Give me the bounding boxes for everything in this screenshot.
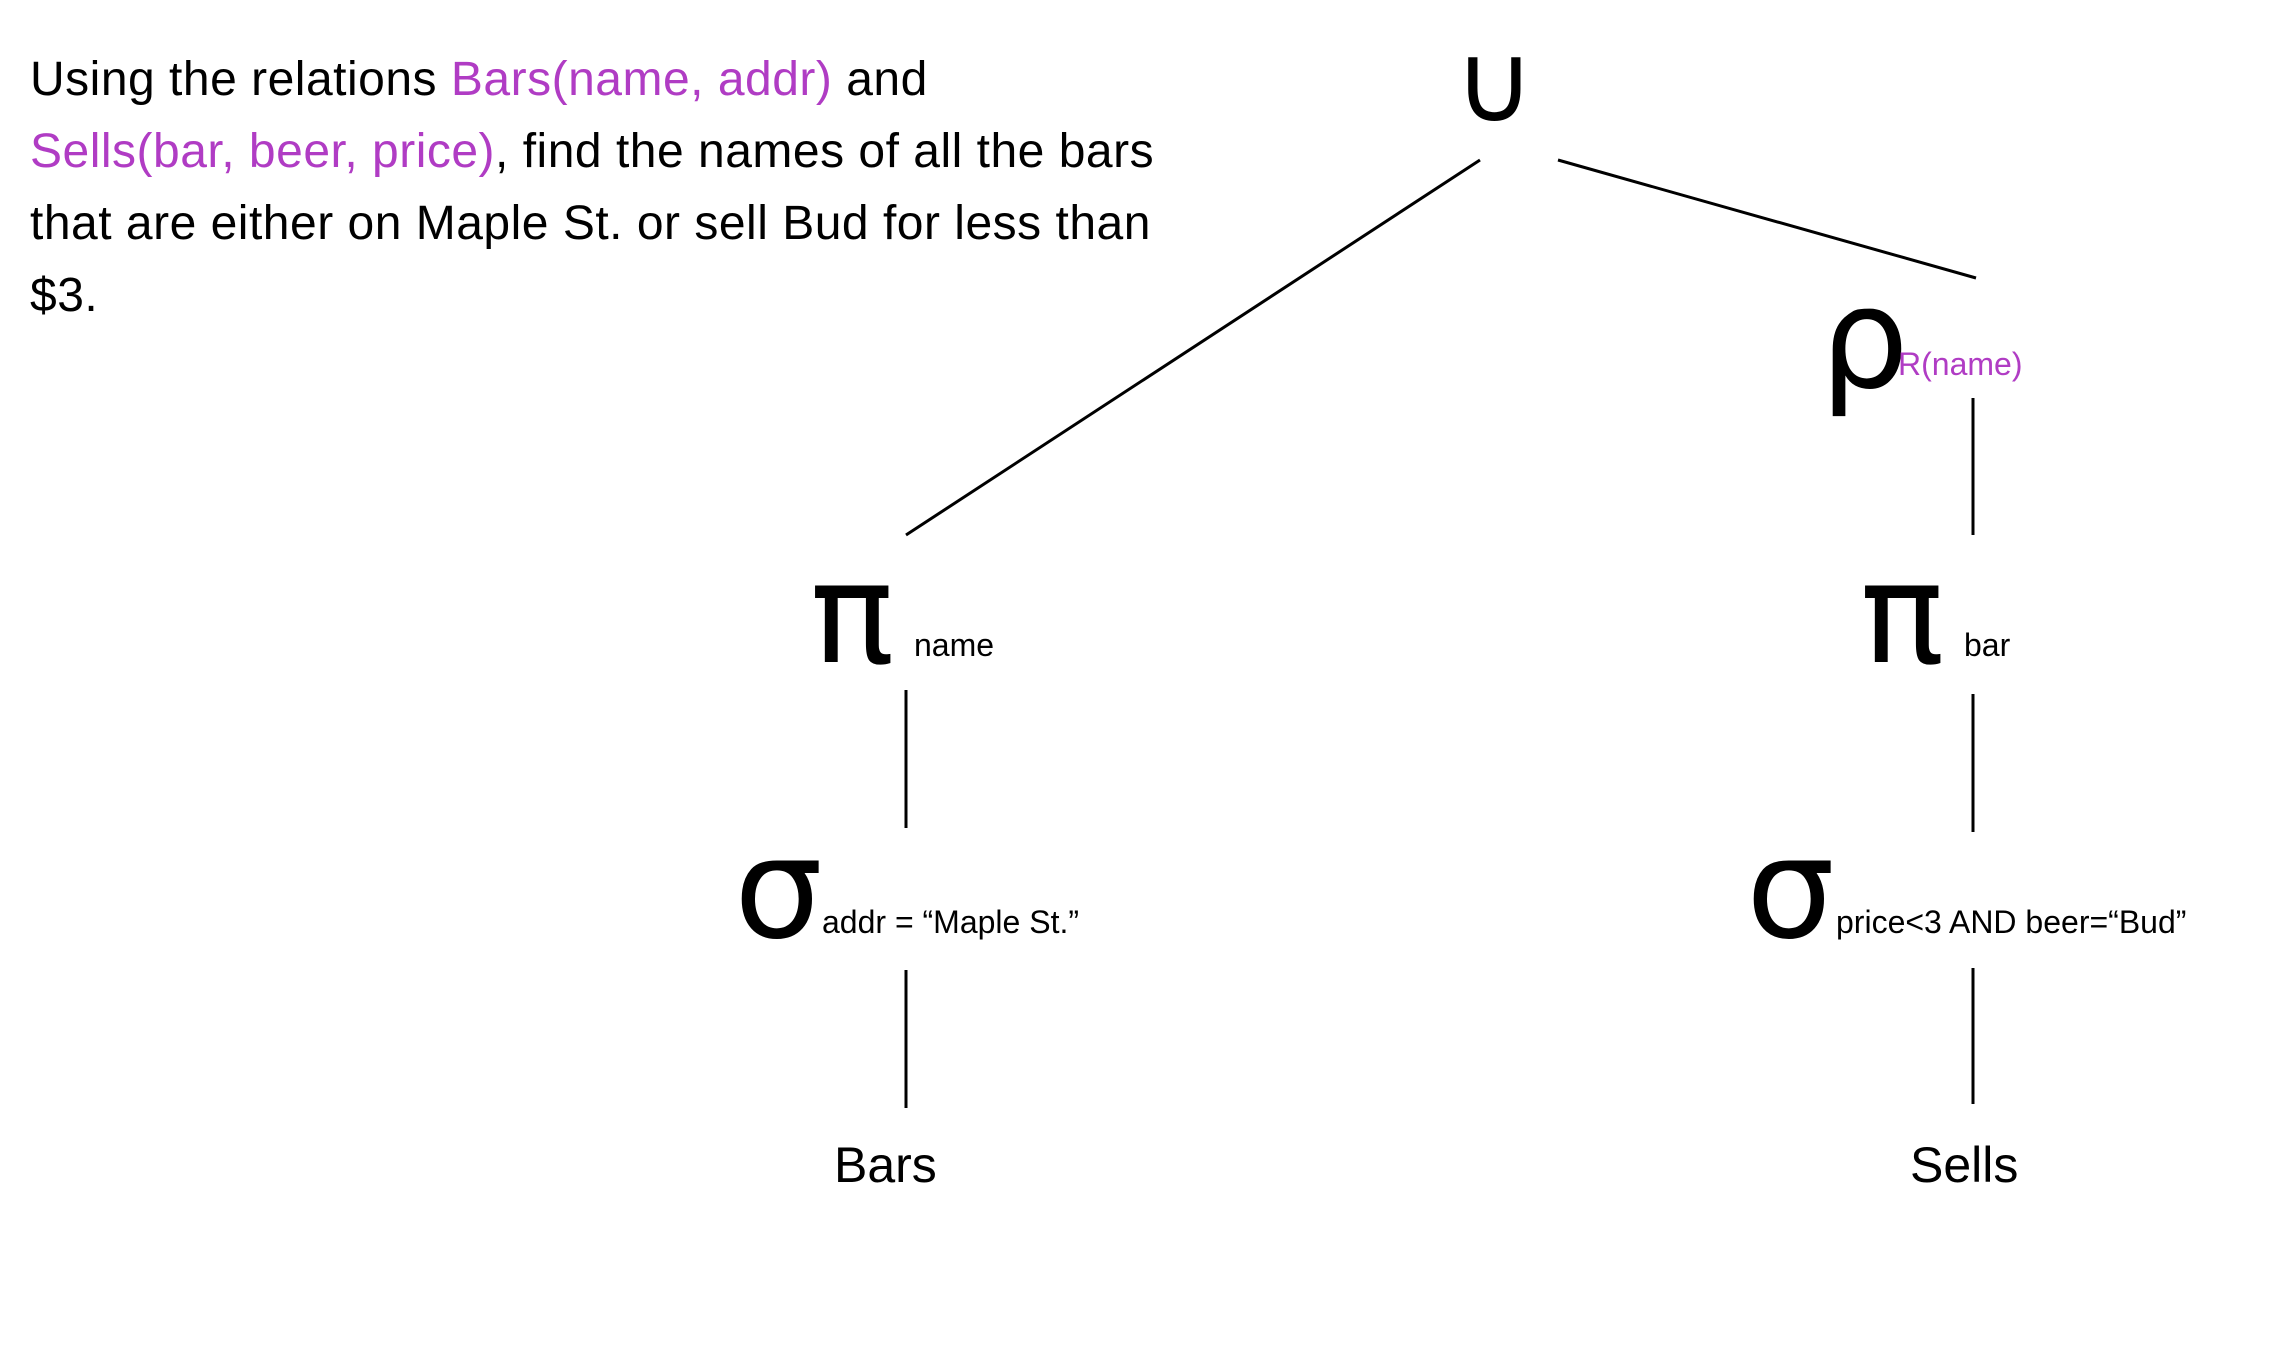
- right-project-subscript: bar: [1964, 627, 2011, 663]
- edge-union-to-rename: [1557, 158, 1977, 280]
- sigma-symbol-left: σ: [734, 808, 823, 971]
- union-node: ∪: [1454, 28, 1584, 138]
- rename-node: ρ R(name): [1820, 270, 2040, 410]
- left-project-node: π name: [810, 545, 1030, 685]
- prompt-text-1: Using the relations: [30, 53, 451, 106]
- sells-relation: Sells: [1910, 1137, 2019, 1193]
- prompt-text-3: , find the names of all the bars that ar…: [30, 125, 1155, 322]
- rename-subscript: R(name): [1898, 346, 2023, 382]
- right-select-node: σ price<3 AND beer=“Bud”: [1746, 820, 2276, 960]
- edge-union-to-left-project: [905, 158, 1481, 537]
- left-project-subscript: name: [914, 627, 995, 663]
- bars-schema: Bars(name, addr): [450, 53, 833, 106]
- right-select-subscript: price<3 AND beer=“Bud”: [1836, 904, 2187, 940]
- union-symbol: ∪: [1454, 19, 1535, 147]
- problem-statement: Using the relations Bars(name, addr) and…: [30, 44, 1230, 332]
- left-select-subscript: addr = “Maple St.”: [822, 904, 1079, 940]
- sells-schema: Sells(bar, beer, price): [30, 125, 496, 178]
- left-select-node: σ addr = “Maple St.”: [734, 820, 1174, 960]
- pi-symbol-left: π: [810, 533, 895, 696]
- sigma-symbol-right: σ: [1746, 808, 1835, 971]
- rho-symbol: ρ: [1820, 258, 1909, 421]
- bars-relation: Bars: [834, 1137, 937, 1193]
- pi-symbol-right: π: [1860, 533, 1945, 696]
- right-project-node: π bar: [1860, 545, 2080, 685]
- prompt-text-2: and: [832, 53, 928, 106]
